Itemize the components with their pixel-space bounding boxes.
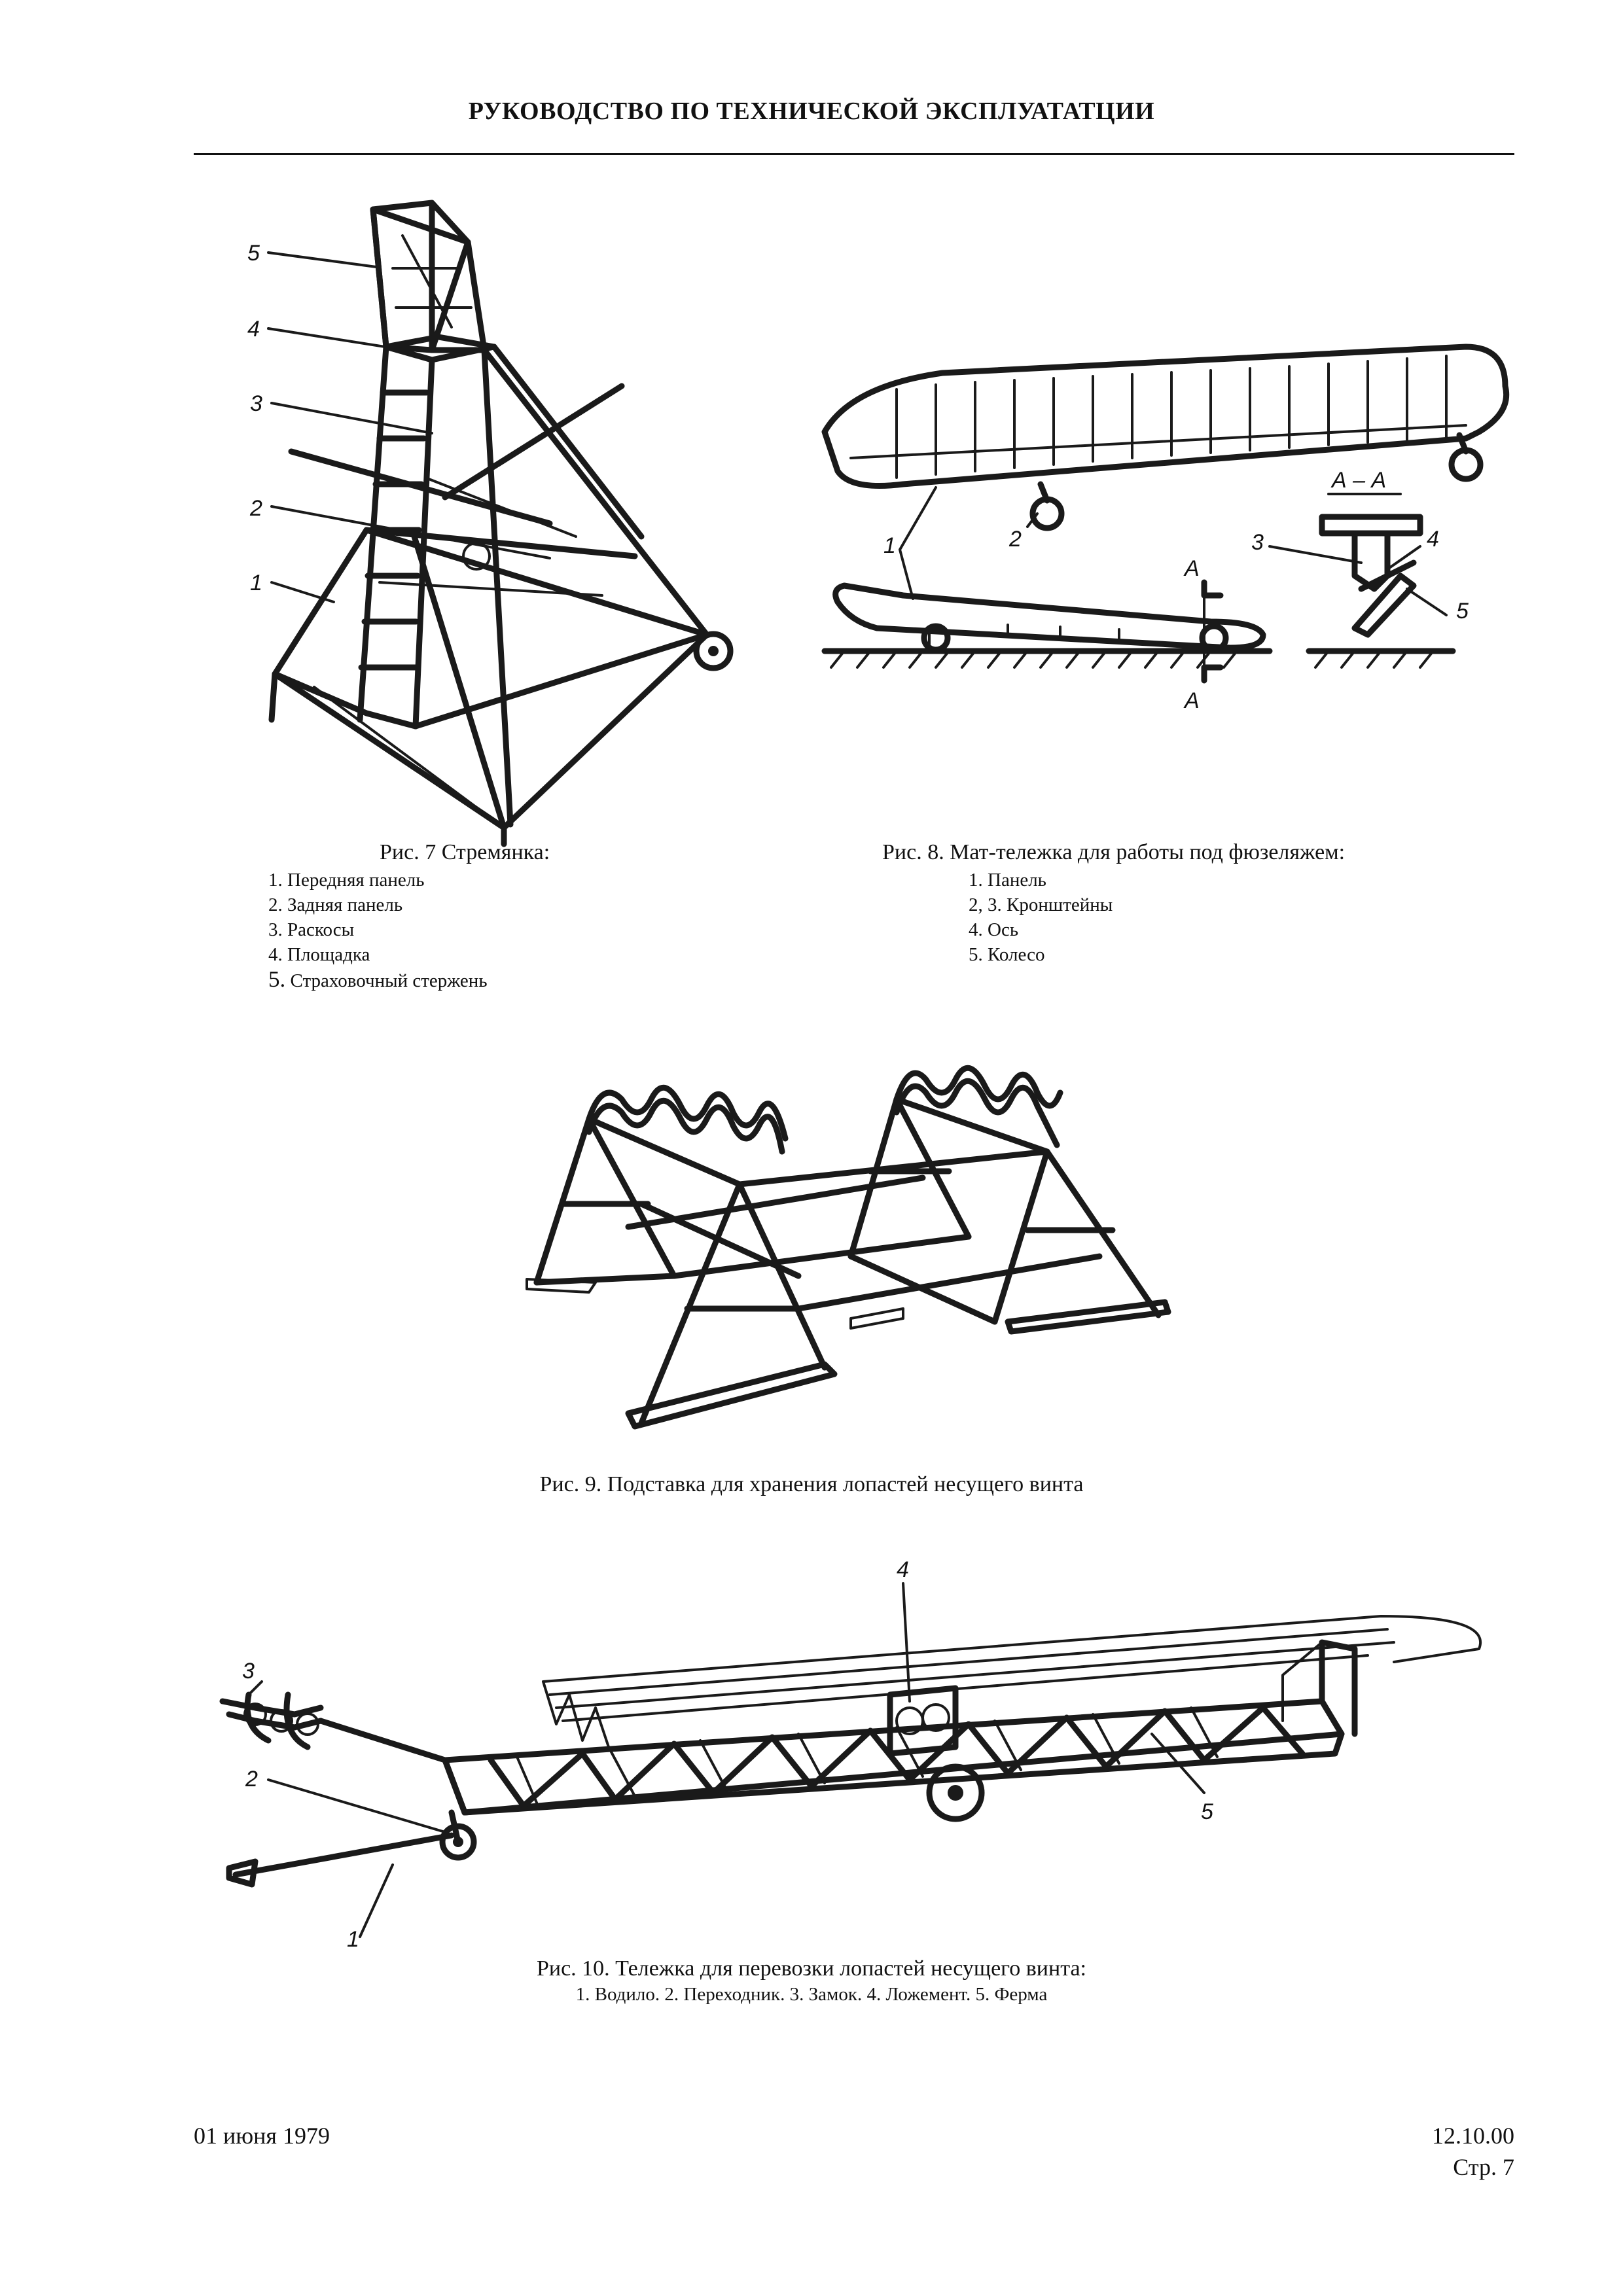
- footer-date: 01 июня 1979: [194, 2123, 330, 2149]
- fig7-callout-1: 1: [250, 571, 262, 595]
- fig7-legend-item: 1. Передняя панель: [268, 870, 425, 891]
- fig8-callout-5: 5: [1456, 599, 1469, 624]
- figure-9-blade-stand: [526, 1065, 1171, 1430]
- figure-10-blade-trolley: 3 2 1 4 5: [219, 1557, 1482, 1952]
- fig8-legend-item: 4. Ось: [969, 919, 1019, 940]
- fig7-caption: Рис. 7 Стремянка:: [380, 840, 550, 864]
- fig7-legend: 1. Передняя панель 2. Задняя панель 3. Р…: [268, 868, 488, 993]
- figure-8-mat-trolley: А А А – А 1 2 3 4 5: [821, 344, 1510, 713]
- fig7-callout-3: 3: [250, 391, 262, 416]
- fig8-legend: 1. Панель 2, 3. Кронштейны 4. Ось 5. Кол…: [969, 868, 1113, 967]
- fig7-legend-item: 5.: [268, 966, 286, 992]
- fig7-callout-5: 5: [247, 241, 260, 266]
- fig9-caption: Рис. 9. Подставка для хранения лопастей …: [539, 1472, 1084, 1496]
- fig7-legend-item: 4. Площадка: [268, 944, 370, 965]
- fig10-callout-1: 1: [347, 1927, 359, 1952]
- fig8-legend-item: 1. Панель: [969, 870, 1046, 891]
- figure-7-step-ladder: 5 4 3 2 1: [247, 200, 734, 847]
- fig8-callout-1: 1: [883, 533, 896, 558]
- fig8-legend-item: 2, 3. Кронштейны: [969, 894, 1113, 915]
- fig7-legend-item: 3. Раскосы: [268, 919, 355, 940]
- footer-revision: 12.10.00 Стр. 7: [1432, 2120, 1514, 2183]
- fig10-callout-5: 5: [1201, 1799, 1213, 1824]
- fig10-callout-2: 2: [245, 1767, 258, 1792]
- fig8-legend-item: 5. Колесо: [969, 944, 1045, 965]
- fig8-callout-4: 4: [1427, 527, 1439, 552]
- mat-hatching: [895, 355, 1448, 479]
- fig10-callout-3: 3: [242, 1659, 255, 1684]
- fig8-callout-2: 2: [1008, 527, 1022, 552]
- fig10-caption: Рис. 10. Тележка для перевозки лопастей …: [536, 1956, 1087, 1981]
- fig7-callout-4: 4: [247, 317, 260, 342]
- fig10-callout-4: 4: [897, 1557, 909, 1582]
- footer-revision-number: 12.10.00: [1432, 2123, 1514, 2149]
- fig10-legend: 1. Водило. 2. Переходник. 3. Замок. 4. Л…: [575, 1984, 1048, 2005]
- fig8-caption: Рис. 8. Мат-тележка для работы под фюзел…: [882, 840, 1346, 864]
- page-header-title: РУКОВОДСТВО ПО ТЕХНИЧЕСКОЙ ЭКСПЛУАТАТЦИИ: [468, 97, 1155, 125]
- fig8-cut-label-top: А: [1183, 556, 1200, 581]
- fig8-callout-3: 3: [1251, 530, 1264, 555]
- fig7-legend-item: Страховочный стержень: [290, 970, 488, 991]
- fig7-callout-2: 2: [249, 496, 262, 521]
- fig7-legend-item: 2. Задняя панель: [268, 894, 403, 915]
- fig8-cut-label-bottom: А: [1183, 688, 1200, 713]
- fig8-section-label: А – А: [1330, 468, 1386, 493]
- header-rule: [194, 153, 1514, 155]
- footer-page-number: Стр. 7: [1453, 2154, 1514, 2180]
